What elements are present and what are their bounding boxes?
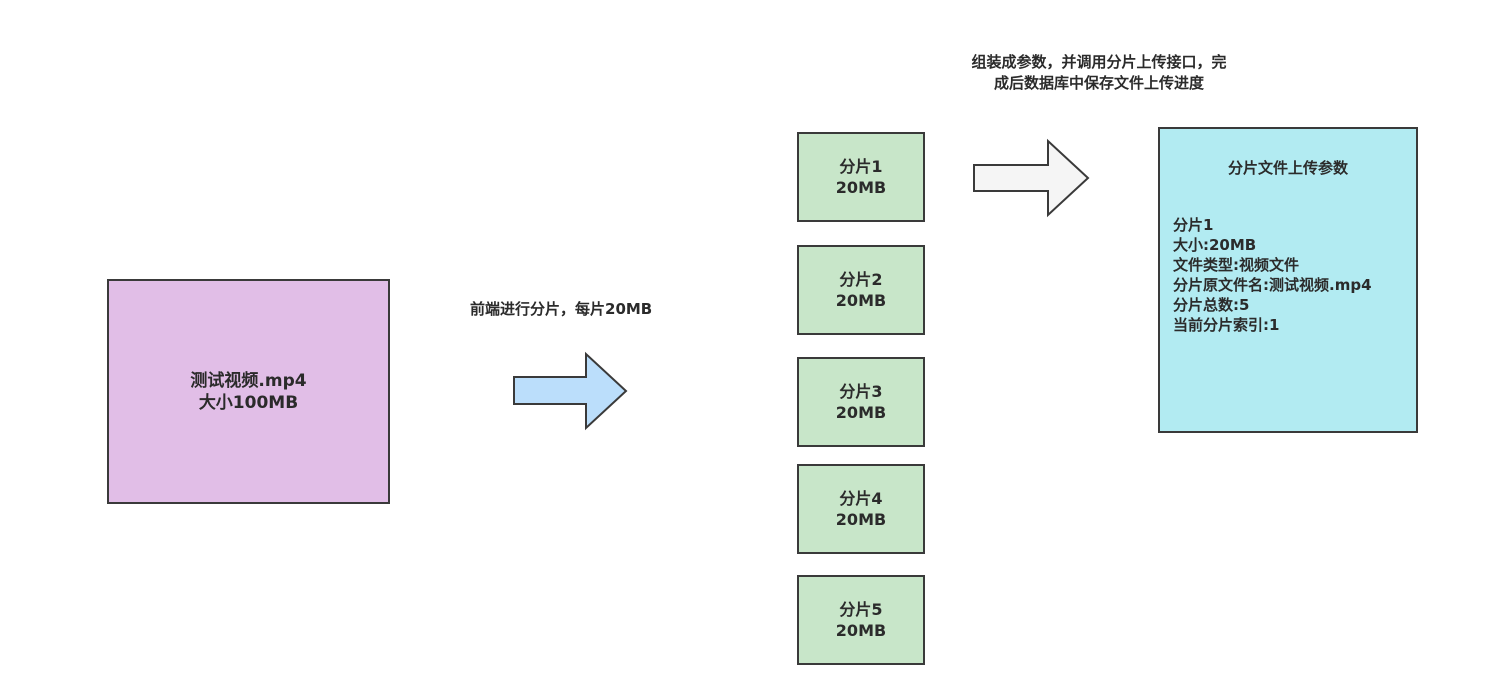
chunk-box-4: 分片4 20MB xyxy=(797,464,925,554)
params-card-lines: 分片1 大小:20MB 文件类型:视频文件 分片原文件名:测试视频.mp4 分片… xyxy=(1173,215,1372,335)
chunk-size: 20MB xyxy=(835,621,887,640)
params-line-size: 大小:20MB xyxy=(1173,236,1257,254)
chunk-size: 20MB xyxy=(835,403,887,422)
source-file-size: 大小100MB xyxy=(198,392,299,413)
chunk-box-1: 分片1 20MB xyxy=(797,132,925,222)
upload-arrow-icon xyxy=(973,138,1090,218)
chunk-name: 分片3 xyxy=(839,382,883,401)
params-line-chunk-index: 当前分片索引:1 xyxy=(1173,316,1280,334)
chunk-size: 20MB xyxy=(835,291,887,310)
source-file-name: 测试视频.mp4 xyxy=(190,370,307,391)
chunk-name: 分片1 xyxy=(839,157,883,176)
chunk-name: 分片2 xyxy=(839,270,883,289)
params-line-total-chunks: 分片总数:5 xyxy=(1173,296,1250,314)
params-line-file-type: 文件类型:视频文件 xyxy=(1173,256,1299,274)
split-label: 前端进行分片，每片20MB xyxy=(470,300,653,318)
params-line-original-name: 分片原文件名:测试视频.mp4 xyxy=(1173,276,1372,294)
params-line-chunk: 分片1 xyxy=(1173,216,1214,234)
chunk-name: 分片5 xyxy=(839,600,883,619)
chunk-size: 20MB xyxy=(835,510,887,529)
split-arrow-icon xyxy=(513,351,628,431)
upload-label-line-1: 组装成参数，并调用分片上传接口，完 xyxy=(971,53,1227,71)
params-card-title: 分片文件上传参数 xyxy=(1227,159,1348,177)
chunk-box-2: 分片2 20MB xyxy=(797,245,925,335)
upload-label-line-2: 成后数据库中保存文件上传进度 xyxy=(993,74,1204,92)
chunk-name: 分片4 xyxy=(839,489,883,508)
upload-params-card: 分片文件上传参数 分片1 大小:20MB 文件类型:视频文件 分片原文件名:测试… xyxy=(1158,127,1418,433)
chunk-size: 20MB xyxy=(835,178,887,197)
upload-label: 组装成参数，并调用分片上传接口，完 成后数据库中保存文件上传进度 xyxy=(936,52,1262,94)
chunk-box-5: 分片5 20MB xyxy=(797,575,925,665)
chunk-box-3: 分片3 20MB xyxy=(797,357,925,447)
source-file-box: 测试视频.mp4 大小100MB xyxy=(107,279,390,504)
